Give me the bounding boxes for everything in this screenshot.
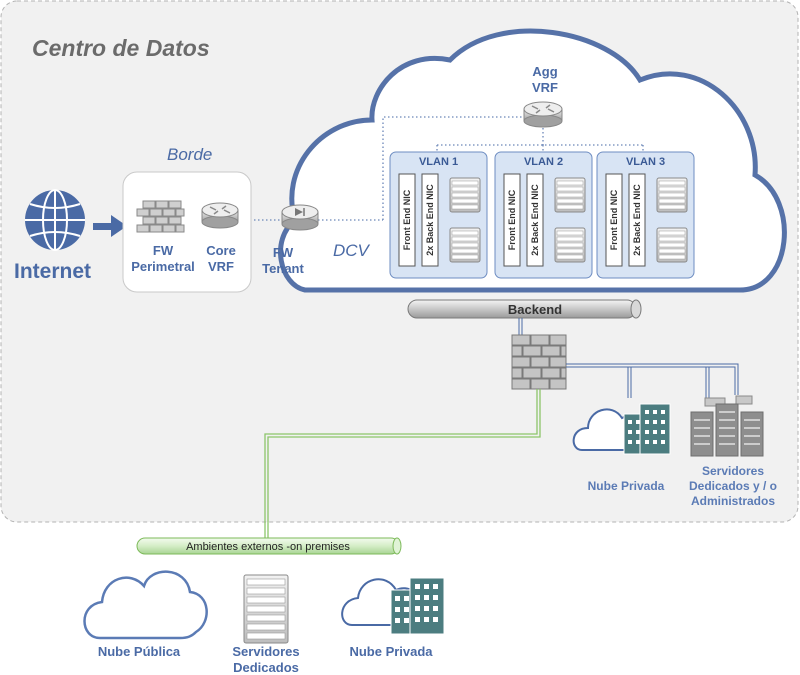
back-nic-strip	[628, 173, 646, 267]
arrow-icon	[93, 215, 127, 237]
external-private-cloud-label: Nube Privada	[349, 644, 433, 659]
back-nic-strip	[421, 173, 439, 267]
front-nic-label: Front End NIC	[507, 189, 517, 250]
back-nic-label: 2x Back End NIC	[530, 184, 540, 256]
back-nic-label: 2x Back End NIC	[632, 184, 642, 256]
router-icon	[523, 101, 563, 128]
firewall-router-icon	[281, 204, 319, 231]
vlan-label: VLAN 3	[626, 156, 665, 168]
server-icon	[656, 177, 688, 213]
page-title: Centro de Datos	[32, 35, 210, 61]
back-nic-strip	[526, 173, 544, 267]
server-icon	[449, 227, 481, 263]
server-icon	[554, 177, 586, 213]
server-icon	[554, 227, 586, 263]
private-cloud-icon	[572, 403, 671, 455]
router-icon	[201, 202, 239, 229]
vlan-label: VLAN 1	[419, 156, 458, 168]
server-icon	[243, 574, 289, 644]
vlan-label: VLAN 2	[524, 156, 563, 168]
back-nic-label: 2x Back End NIC	[425, 184, 435, 256]
firewall-icon	[511, 334, 567, 390]
globe-icon	[25, 189, 85, 251]
dcv-label: DCV	[333, 241, 371, 260]
external-environments-label: Ambientes externos -on premises	[186, 541, 350, 553]
public-cloud-label: Nube Pública	[98, 644, 181, 659]
front-nic-strip	[398, 173, 416, 267]
backend-label: Backend	[508, 302, 562, 317]
external-environments-bar	[136, 537, 402, 555]
front-nic-label: Front End NIC	[609, 189, 619, 250]
dotted-links	[250, 116, 644, 221]
firewall-icon	[136, 200, 185, 233]
front-nic-strip	[503, 173, 521, 267]
front-nic-strip	[605, 173, 623, 267]
private-cloud-icon	[341, 577, 445, 635]
dedicated-servers-icon	[690, 395, 764, 457]
backend-links	[566, 363, 739, 400]
borde-label: Borde	[167, 145, 212, 164]
server-icon	[656, 227, 688, 263]
internet-label: Internet	[14, 260, 91, 283]
server-icon	[449, 177, 481, 213]
front-nic-label: Front End NIC	[402, 189, 412, 250]
dc-private-cloud-label: Nube Privada	[588, 479, 665, 493]
external-links	[264, 389, 541, 540]
public-cloud-icon	[83, 570, 208, 640]
